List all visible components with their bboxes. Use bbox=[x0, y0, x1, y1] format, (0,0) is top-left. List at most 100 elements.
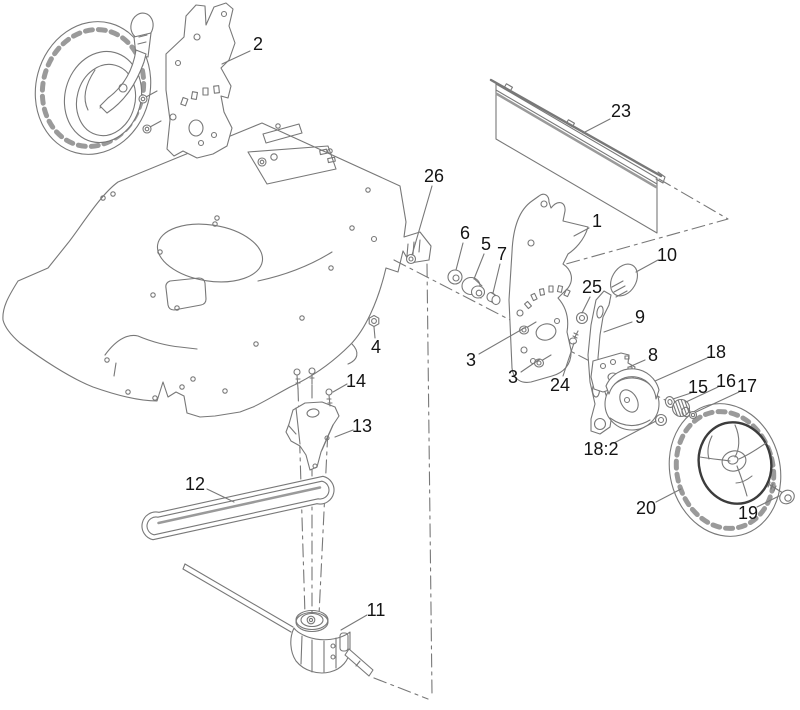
callout-leader-4 bbox=[373, 326, 376, 339]
callout-label-25: 25 bbox=[582, 277, 602, 297]
front-rim-opening bbox=[63, 50, 143, 144]
mower-deck bbox=[2, 122, 432, 418]
callout-leader-3a bbox=[478, 326, 527, 355]
bolt bbox=[308, 367, 316, 385]
callout-label-6: 6 bbox=[460, 223, 470, 243]
callout-label-15: 15 bbox=[688, 377, 708, 397]
callout-leader-25 bbox=[581, 296, 591, 314]
callout-leader-6 bbox=[455, 242, 464, 271]
callout-leader-5 bbox=[473, 253, 485, 280]
callout-label-16: 16 bbox=[716, 371, 736, 391]
callout-label-23: 23 bbox=[611, 101, 631, 121]
bolt bbox=[325, 388, 333, 407]
screw-24 bbox=[568, 330, 579, 345]
callout-label-24: 24 bbox=[550, 375, 570, 395]
mount-bolt bbox=[257, 157, 267, 167]
callout-leader-9 bbox=[603, 321, 633, 333]
front-wheel-assembly bbox=[34, 12, 162, 155]
callout-leader-15 bbox=[672, 392, 692, 400]
pinion-gear-16 bbox=[671, 398, 691, 418]
deck-holes bbox=[100, 123, 378, 401]
vertical-centerline bbox=[426, 263, 433, 695]
callout-label-14: 14 bbox=[346, 371, 366, 391]
callout-leader-12 bbox=[206, 488, 235, 503]
gearbox-housing bbox=[290, 627, 351, 674]
deck-top-slot bbox=[262, 123, 303, 144]
callout-leader-20 bbox=[655, 488, 682, 503]
bushing-25 bbox=[575, 311, 589, 325]
rear-wheel bbox=[668, 403, 782, 537]
callout-label-19: 19 bbox=[738, 503, 758, 523]
callout-leader-14 bbox=[332, 383, 348, 393]
callout-leader-7 bbox=[492, 263, 501, 294]
wheel-bolt bbox=[138, 90, 158, 104]
bolt-axis-line bbox=[318, 407, 330, 616]
input-pulley bbox=[295, 611, 329, 633]
left-height-plate bbox=[165, 2, 236, 159]
callout-leader-10 bbox=[635, 259, 659, 273]
washer-18-2 bbox=[654, 413, 668, 427]
callout-label-3b: 3 bbox=[508, 367, 518, 387]
shaft-axis-line bbox=[373, 677, 429, 700]
callout-label-18:2: 18:2 bbox=[583, 439, 618, 459]
retaining-ring-17 bbox=[688, 410, 698, 420]
engine-mount-plate bbox=[247, 145, 337, 185]
callout-label-5: 5 bbox=[481, 234, 491, 254]
mount-bolt bbox=[270, 153, 278, 161]
callout-label-1: 1 bbox=[592, 211, 602, 231]
blade-chamber-arc bbox=[257, 251, 333, 282]
callout-label-13: 13 bbox=[352, 416, 372, 436]
mount-bolts-14 bbox=[293, 367, 333, 407]
callout-leader-1 bbox=[573, 227, 590, 237]
deck-step-line bbox=[104, 334, 198, 356]
pivot-hole bbox=[535, 323, 557, 341]
height-lever bbox=[99, 12, 154, 114]
callout-label-4: 4 bbox=[371, 337, 381, 357]
callout-leader-11 bbox=[340, 614, 368, 631]
rear-flap bbox=[489, 78, 666, 234]
callout-label-18: 18 bbox=[706, 342, 726, 362]
rim-spokes bbox=[699, 424, 767, 497]
callout-label-7: 7 bbox=[497, 244, 507, 264]
callout-label-12: 12 bbox=[185, 474, 205, 494]
lever-pivot bbox=[118, 83, 128, 93]
bolt bbox=[293, 368, 301, 390]
belt-guard-bracket bbox=[285, 401, 340, 471]
callout-label-9: 9 bbox=[635, 307, 645, 327]
callout-label-3a: 3 bbox=[466, 350, 476, 370]
callout-leader-18:2 bbox=[613, 420, 657, 444]
flap-alignment-line bbox=[565, 178, 729, 265]
lever-knob-10 bbox=[610, 263, 638, 297]
callout-leader-18 bbox=[654, 357, 708, 382]
callout-leader-23 bbox=[582, 118, 611, 134]
callout-label-2: 2 bbox=[253, 34, 263, 54]
output-shaft bbox=[344, 648, 374, 677]
callout-leader-17 bbox=[695, 391, 740, 413]
callout-leader-19 bbox=[756, 495, 780, 508]
bolt-3-upper bbox=[518, 321, 537, 335]
callout-leader-3b bbox=[520, 358, 541, 373]
callout-leader-8 bbox=[628, 359, 646, 368]
blade-chamber-ring bbox=[156, 223, 264, 283]
wheel-bolt bbox=[142, 120, 162, 134]
spacer-7 bbox=[486, 291, 501, 306]
callout-leader-26 bbox=[411, 185, 433, 256]
hub bbox=[721, 450, 747, 472]
gearbox-assembly bbox=[182, 563, 374, 677]
drive-belt bbox=[141, 475, 335, 541]
callout-label-11: 11 bbox=[367, 600, 386, 620]
callout-label-20: 20 bbox=[636, 498, 656, 518]
washer-15 bbox=[664, 396, 676, 408]
callout-label-17: 17 bbox=[737, 376, 757, 396]
spacer-washer-6 bbox=[447, 269, 463, 285]
shoulder-bolt-19 bbox=[767, 481, 795, 505]
callout-leader-13 bbox=[334, 429, 354, 438]
idler-pulley-5 bbox=[461, 276, 486, 299]
deck-grommet bbox=[405, 253, 417, 265]
axle-rod bbox=[182, 563, 294, 633]
mulch-plug bbox=[165, 277, 207, 311]
right-height-plate bbox=[508, 193, 589, 383]
